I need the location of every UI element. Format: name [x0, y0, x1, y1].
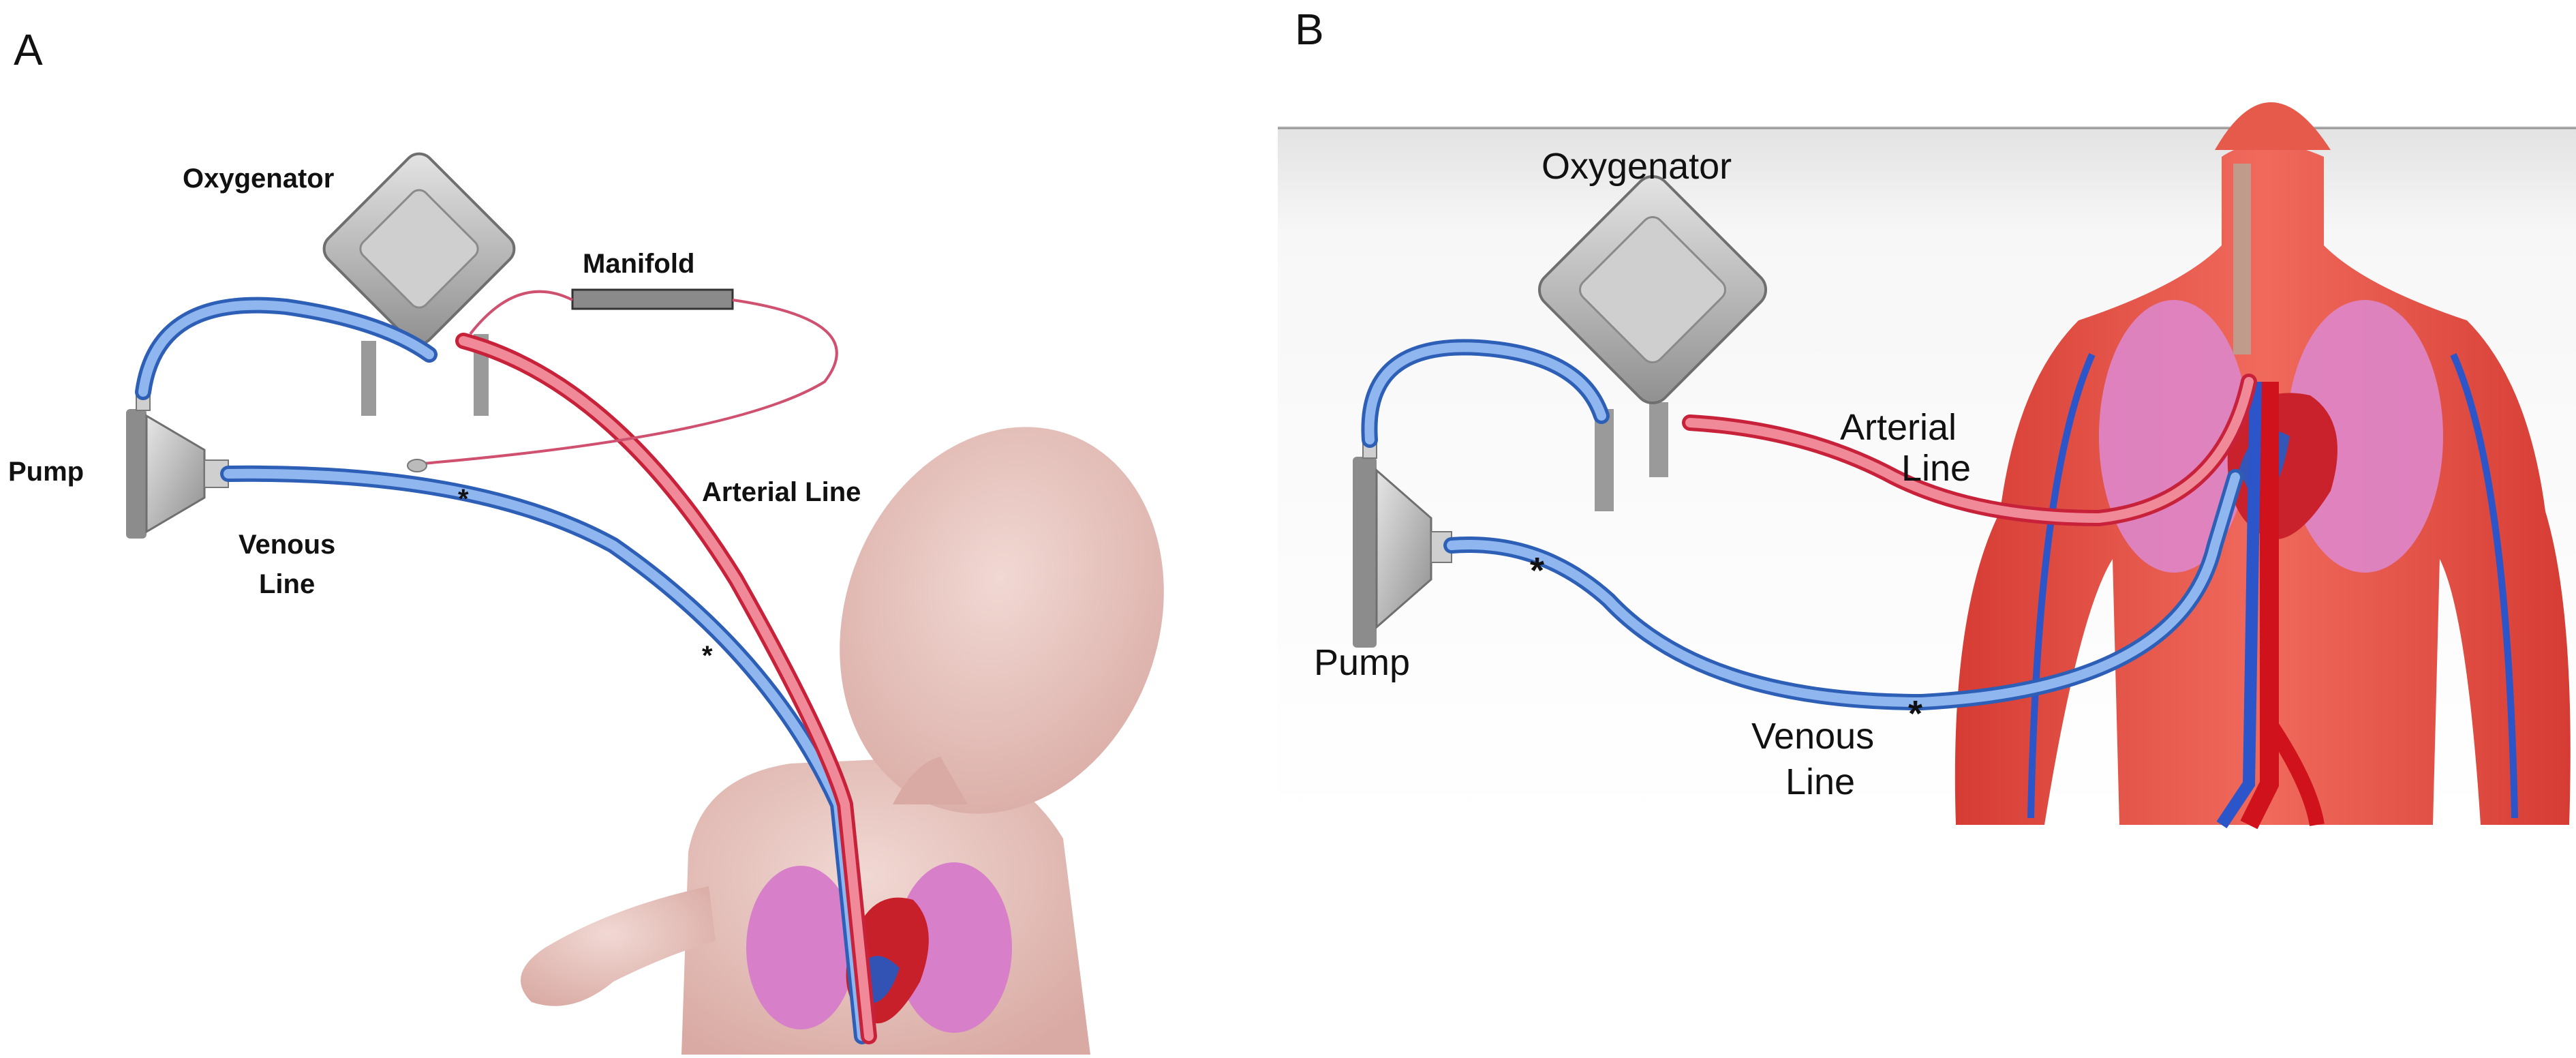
venous-tube-b — [1447, 472, 2240, 708]
infant-illustration — [521, 427, 1164, 1055]
pump-a-head — [145, 414, 206, 534]
arm-vein-left — [2027, 352, 2096, 819]
venous-tube-a — [224, 468, 867, 1041]
vena-cava — [2216, 381, 2262, 828]
arterial-tube-b — [1685, 377, 2254, 524]
pump-b-plate — [1353, 457, 1377, 648]
oxygenator-a-stand — [361, 341, 376, 416]
oxygenator-a — [322, 152, 516, 416]
oxygenator-b-stand — [1595, 409, 1614, 511]
marker-a-1: * — [458, 484, 469, 514]
adult-body-illustration — [1954, 102, 2571, 830]
arterial-tube-a — [459, 336, 874, 1041]
label-venous-b-2: Line — [1785, 761, 1855, 802]
pump-a — [126, 388, 229, 539]
venous-tube-a-upper — [138, 300, 434, 397]
aorta — [2240, 382, 2279, 830]
manifold-line-left — [469, 290, 573, 335]
label-venous-a-1: Venous — [239, 530, 335, 560]
pump-a-plate — [126, 409, 147, 539]
label-pump-b: Pump — [1314, 642, 1410, 683]
label-oxygenator-a: Oxygenator — [183, 164, 334, 194]
infant-head — [840, 427, 1164, 814]
infant-neck — [893, 757, 968, 804]
label-oxygenator-b: Oxygenator — [1542, 146, 1732, 187]
label-arterial-b-1: Arterial — [1840, 407, 1957, 448]
panel-b: B — [1278, 5, 2576, 830]
pump-b-head — [1375, 468, 1432, 630]
label-pump-a: Pump — [8, 457, 84, 487]
marker-b-1: * — [1530, 550, 1544, 591]
venous-tube-b-upper — [1364, 342, 1606, 444]
oxygenator-b-face — [1578, 215, 1727, 364]
marker-b-2: * — [1908, 693, 1922, 734]
label-venous-a-2: Line — [259, 569, 315, 599]
arm-vein-right — [2450, 352, 2518, 819]
iliac-artery — [2263, 718, 2325, 826]
infant-arm — [521, 886, 716, 1006]
label-arterial-b-2: Line — [1901, 448, 1971, 489]
manifold-line-right — [422, 299, 838, 465]
oxygenator-b — [1537, 175, 1768, 511]
oxygenator-a-face — [359, 189, 479, 309]
adult-neck — [2215, 102, 2331, 150]
panel-b-letter: B — [1295, 5, 1324, 54]
infant-lung-left — [746, 866, 855, 1029]
oxygenator-b-stand-2 — [1649, 402, 1668, 477]
infant-lung-right — [896, 862, 1012, 1033]
adult-lung-right — [2286, 300, 2443, 573]
marker-a-2: * — [702, 641, 713, 671]
panel-a-letter: A — [14, 25, 43, 74]
manifold-connector — [407, 459, 427, 472]
manifold — [571, 288, 734, 310]
panel-a: A — [8, 25, 1164, 1055]
label-arterial-a: Arterial Line — [702, 477, 861, 507]
label-venous-b-1: Venous — [1751, 716, 1874, 757]
label-manifold: Manifold — [583, 249, 694, 279]
